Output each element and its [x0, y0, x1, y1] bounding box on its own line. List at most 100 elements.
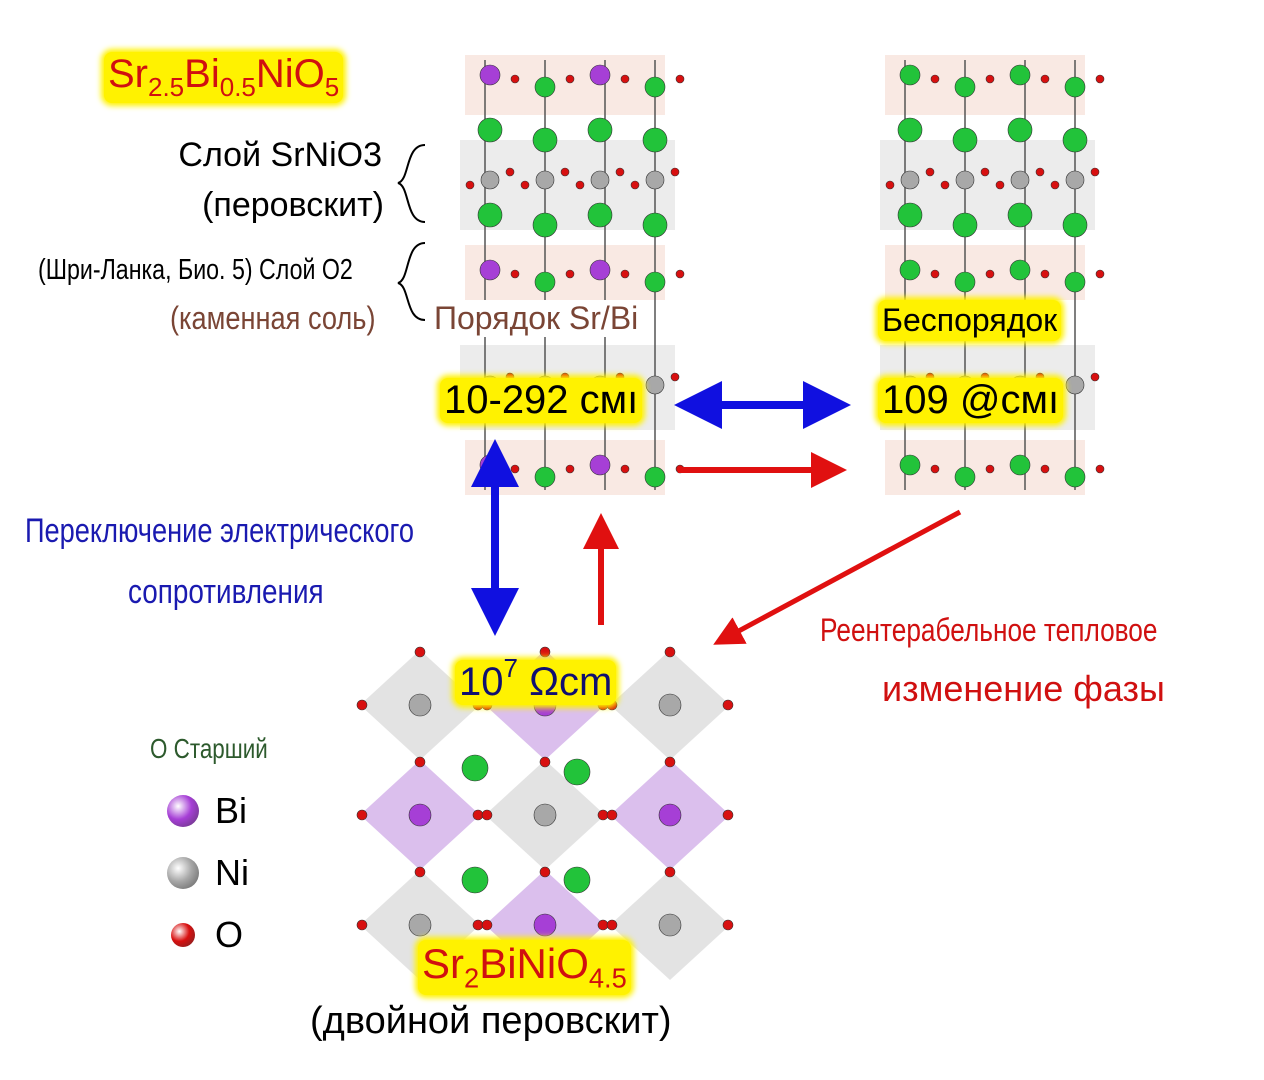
atom	[1090, 372, 1100, 382]
atom	[940, 180, 950, 190]
atom	[644, 466, 666, 488]
label-disorder: Беспорядок	[878, 300, 1062, 341]
atom	[606, 809, 618, 821]
atom	[897, 202, 923, 228]
atom	[985, 74, 995, 84]
legend-title: O Старший	[150, 733, 268, 764]
atom	[722, 919, 734, 931]
atom	[1040, 269, 1050, 279]
atom	[954, 466, 976, 488]
atom	[670, 167, 680, 177]
atom	[535, 170, 555, 190]
atom	[675, 74, 685, 84]
atom	[1064, 466, 1086, 488]
atom	[645, 170, 665, 190]
atom	[1095, 464, 1105, 474]
atom	[597, 919, 609, 931]
atom	[587, 117, 613, 143]
atom	[1064, 76, 1086, 98]
atom	[930, 269, 940, 279]
atom	[645, 375, 665, 395]
atom	[563, 866, 591, 894]
atom	[532, 212, 558, 238]
atom	[461, 866, 489, 894]
label-rock-salt: (каменная соль)	[170, 300, 376, 336]
atom	[414, 646, 426, 658]
atom	[985, 464, 995, 474]
atom	[658, 693, 682, 717]
atom-icon	[167, 795, 199, 827]
atom	[722, 699, 734, 711]
atom	[664, 646, 676, 658]
atom	[534, 271, 556, 293]
atom	[1009, 64, 1031, 86]
atom	[589, 259, 611, 281]
atom	[620, 74, 630, 84]
atom	[597, 809, 609, 821]
atom	[630, 180, 640, 190]
atom	[1007, 202, 1033, 228]
red-arrow-diagonal	[713, 509, 962, 645]
resistance-ordered: 10-292 смı	[440, 378, 643, 423]
ordered-structure	[460, 55, 685, 495]
atom	[899, 259, 921, 281]
atom	[664, 866, 676, 878]
atom	[414, 756, 426, 768]
atom	[565, 269, 575, 279]
atom	[510, 464, 520, 474]
atom	[533, 803, 557, 827]
atom	[532, 127, 558, 153]
atom	[644, 271, 666, 293]
atom	[533, 913, 557, 937]
atom	[1035, 167, 1045, 177]
brace-perovskite	[397, 144, 426, 223]
atom	[897, 117, 923, 143]
atom	[587, 202, 613, 228]
atom	[642, 212, 668, 238]
atom	[565, 464, 575, 474]
legend-label: Bi	[215, 790, 248, 831]
atom	[899, 454, 921, 476]
brace-rocksalt	[397, 242, 426, 321]
legend-label: O	[215, 914, 244, 955]
atom	[575, 180, 585, 190]
label-resistive-switching-2: сопротивления	[128, 573, 324, 611]
legend-label: Ni	[215, 852, 249, 893]
formula-sr2binio45: Sr2BiNiO4.5	[418, 940, 631, 995]
atom	[408, 803, 432, 827]
label-perovskite: (перовскит)	[202, 186, 384, 224]
atom	[658, 803, 682, 827]
legend-item-ni: Ni	[165, 852, 249, 894]
resistance-double-perovskite: 107 Ωcm	[455, 655, 617, 705]
atom	[1062, 127, 1088, 153]
atom	[930, 74, 940, 84]
atom	[477, 202, 503, 228]
atom	[356, 809, 368, 821]
atom	[539, 866, 551, 878]
legend-item-o: O	[165, 914, 243, 956]
atom	[644, 76, 666, 98]
atom	[995, 180, 1005, 190]
atom	[356, 699, 368, 711]
atom	[510, 74, 520, 84]
atom	[477, 117, 503, 143]
atom	[510, 269, 520, 279]
atom	[472, 919, 484, 931]
atom	[1050, 180, 1060, 190]
atom	[615, 167, 625, 177]
atom	[952, 127, 978, 153]
atom	[722, 809, 734, 821]
atom	[408, 693, 432, 717]
atom	[675, 269, 685, 279]
atom	[1007, 117, 1033, 143]
atom	[565, 74, 575, 84]
atom	[414, 866, 426, 878]
atom	[925, 167, 935, 177]
atom	[899, 64, 921, 86]
atom	[1040, 464, 1050, 474]
double-perovskite-structure	[356, 646, 734, 980]
label-layer-o2: (Шри-Ланка, Био. 5) Слой O2	[38, 254, 353, 286]
atom	[952, 212, 978, 238]
atom	[479, 64, 501, 86]
label-thermal-2: изменение фазы	[882, 668, 1165, 709]
